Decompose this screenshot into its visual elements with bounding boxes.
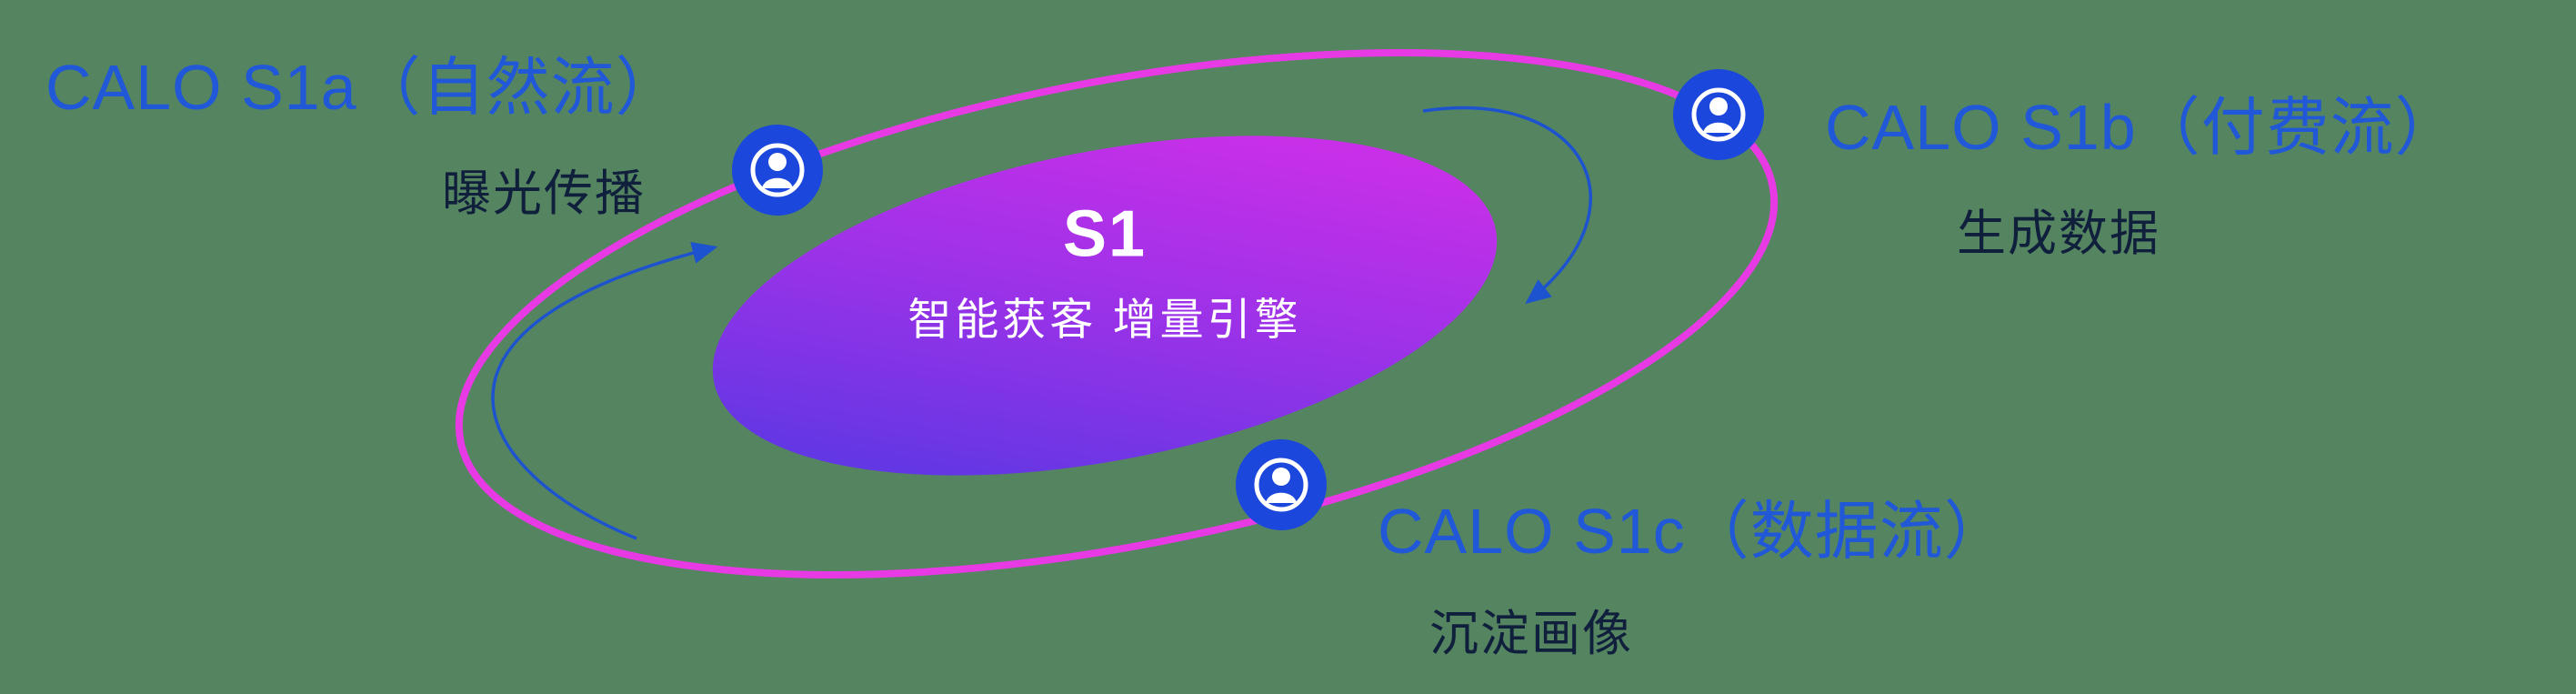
node-label-s1a: CALO S1a（自然流） <box>45 52 680 123</box>
node-label-s1c: CALO S1c（数据流） <box>1378 496 2009 567</box>
user-icon <box>1236 439 1327 530</box>
flow-arrow-left <box>491 242 718 540</box>
core-title: S1 <box>1062 197 1148 271</box>
node-sublabel-s1b: 生成数据 <box>1957 206 2160 261</box>
orbit-ring <box>455 49 1779 578</box>
user-icon <box>1673 69 1764 160</box>
core-ellipse <box>712 136 1498 476</box>
core-subtitle: 智能获客 增量引擎 <box>907 296 1302 345</box>
node-label-s1b: CALO S1b（付费流） <box>1825 92 2460 163</box>
user-icon <box>732 125 823 216</box>
flow-arrow-right <box>1422 106 1593 305</box>
node-sublabel-s1c: 沉淀画像 <box>1429 607 1633 661</box>
core-text-block: S1 智能获客 增量引擎 <box>907 198 1301 347</box>
node-sublabel-s1a: 曝光传播 <box>442 166 646 221</box>
